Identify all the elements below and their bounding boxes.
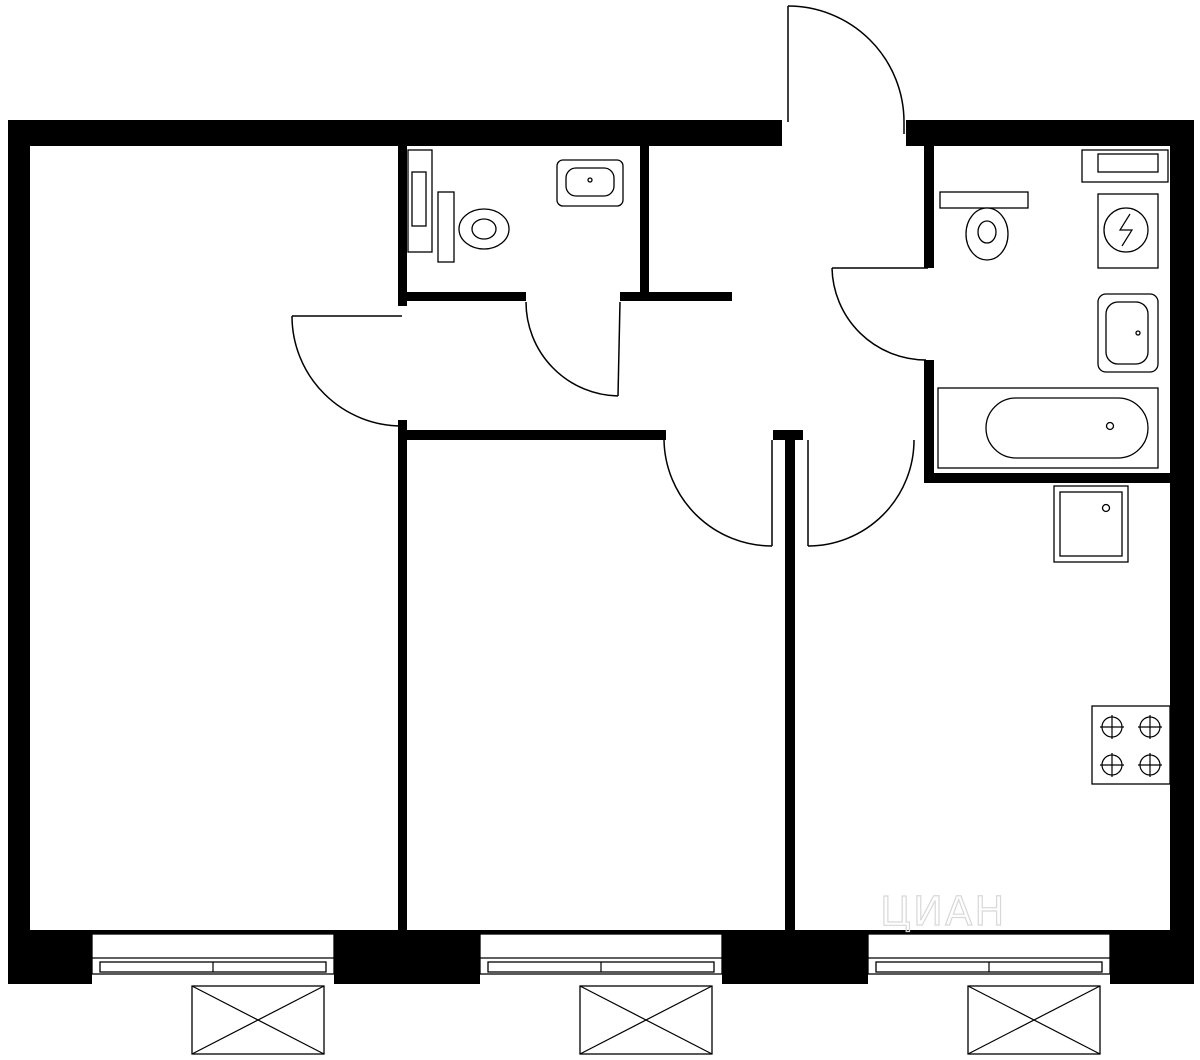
watermark-text: ЦИАН — [880, 889, 1006, 935]
partition-right — [785, 432, 795, 935]
outer-wall-top-right — [906, 120, 1194, 146]
stove-icon — [1091, 705, 1171, 785]
middle-room-door-swing — [663, 439, 773, 547]
outer-wall-bottom-band — [30, 930, 1170, 935]
washing-machine-icon — [1097, 193, 1159, 269]
bathtub-icon — [937, 387, 1159, 469]
balcony-icon — [579, 985, 713, 1055]
kitchen-door-swing — [807, 439, 915, 547]
partition-right-cap — [773, 430, 803, 440]
wc-fixtures — [407, 149, 624, 263]
outer-wall-bottom-4 — [1110, 933, 1194, 984]
sink-icon — [1097, 293, 1159, 373]
window-icon — [867, 933, 1111, 975]
outer-wall-bottom-3 — [722, 933, 868, 984]
wc-wall-bottom-left — [398, 292, 526, 301]
bath-wall-bottom — [924, 473, 1174, 483]
balconies — [191, 985, 1101, 1055]
boiler-icon — [1081, 149, 1169, 183]
bath-door-swing — [831, 267, 927, 361]
partition-left — [398, 430, 407, 935]
doors — [291, 5, 928, 547]
wc-door-leaf — [617, 301, 621, 397]
wc-wall-right — [640, 146, 649, 296]
windows — [91, 933, 1111, 975]
middle-room-wall-top — [398, 430, 666, 440]
toilet-icon — [437, 191, 510, 263]
bath-wall-left-upper — [924, 146, 934, 268]
wall-cabinet-icon — [407, 149, 433, 253]
entrance-door-swing — [787, 5, 905, 123]
wc-door-swing — [525, 301, 619, 397]
outer-wall-top-left — [8, 120, 782, 146]
wc-wall-left-upper — [398, 146, 407, 306]
outer-wall-right — [1170, 120, 1194, 984]
outer-wall-bottom-2 — [334, 933, 480, 984]
bath-fixtures — [937, 149, 1169, 469]
window-icon — [479, 933, 723, 975]
outer-wall-left — [8, 120, 30, 984]
balcony-icon — [191, 985, 325, 1055]
kitchen-fixtures — [1053, 485, 1171, 785]
outer-wall-bottom-1 — [8, 933, 92, 984]
wc-wall-bottom-right — [620, 292, 732, 301]
walls — [8, 120, 1194, 984]
left-room-door-swing — [291, 315, 403, 427]
sink-icon — [556, 159, 624, 207]
bath-wall-left-lower — [924, 360, 934, 480]
kitchen-sink-icon — [1053, 485, 1129, 563]
toilet-icon — [939, 191, 1029, 261]
balcony-icon — [967, 985, 1101, 1055]
window-icon — [91, 933, 335, 975]
